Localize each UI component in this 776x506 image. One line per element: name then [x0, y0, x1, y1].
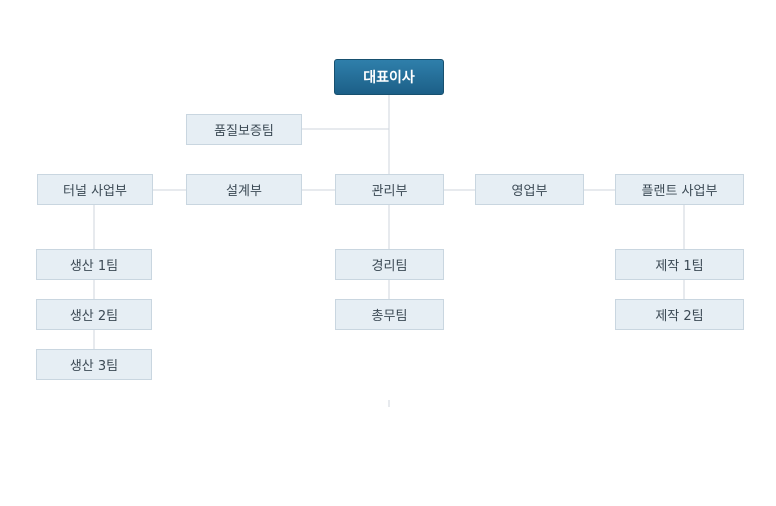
production-team-2-box: 생산 2팀: [36, 299, 152, 330]
plant-division-box: 플랜트 사업부: [615, 174, 744, 205]
design-dept-box: 설계부: [186, 174, 302, 205]
tunnel-division-box: 터널 사업부: [37, 174, 153, 205]
manufacturing-team-2-box: 제작 2팀: [615, 299, 744, 330]
ceo-box: 대표이사: [334, 59, 444, 95]
sales-dept-box: 영업부: [475, 174, 584, 205]
manufacturing-team-1-box: 제작 1팀: [615, 249, 744, 280]
quality-team-box: 품질보증팀: [186, 114, 302, 145]
accounting-team-box: 경리팀: [335, 249, 444, 280]
admin-dept-box: 관리부: [335, 174, 444, 205]
production-team-3-box: 생산 3팀: [36, 349, 152, 380]
general-affairs-team-box: 총무팀: [335, 299, 444, 330]
production-team-1-box: 생산 1팀: [36, 249, 152, 280]
